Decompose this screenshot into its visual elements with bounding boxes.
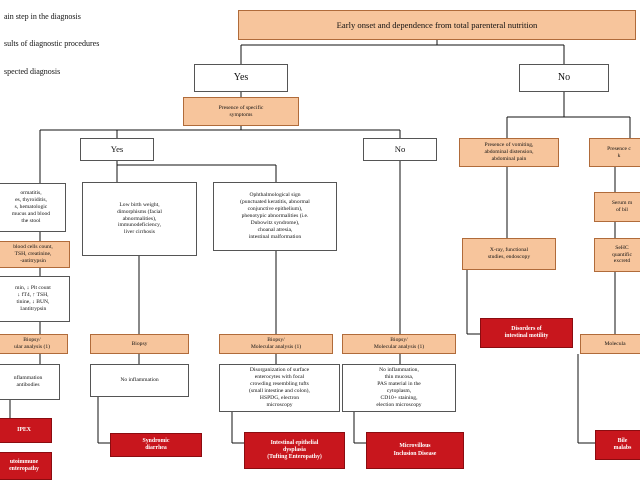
sehcat-node: SeHC quantific excretd xyxy=(594,238,640,272)
legend-procedures-label: sults of diagnostic procedures xyxy=(4,39,100,48)
legend-procedures: sults of diagnostic procedures xyxy=(0,37,140,51)
autoimmune-enteropathy-diagnosis: utoimmune enteropathy xyxy=(0,452,52,480)
yes-mid-node: Yes xyxy=(80,138,154,161)
syndromic-biopsy-node: Biopsy xyxy=(90,334,189,354)
tufting-findings-node: Disorganization of surface enterocytes w… xyxy=(219,364,340,412)
molecular-right-node: Molecula xyxy=(580,334,640,354)
tufting-biopsy-node: Biopsy/ Molecular analysis (1) xyxy=(219,334,333,354)
legend-suspected-label: spected diagnosis xyxy=(4,67,61,76)
syndromic-symptoms-node: Low birth weight, dimorphisms (facial ab… xyxy=(82,182,197,256)
specific-symptoms-node: Presence of specific symptoms xyxy=(183,97,299,126)
mvid-findings-node: No inflammation, thin mucosa, PAS materi… xyxy=(342,364,456,412)
tufting-symptoms-node: Ophthalmological sign (punctuated kerati… xyxy=(213,182,337,251)
no-top-node: No xyxy=(519,64,609,92)
ipex-results-node: min, ↓ Plt count ↓ fT4, ↑ TSH, tinine, ↓… xyxy=(0,276,70,322)
no-mid-node: No xyxy=(363,138,437,161)
legend-suspected: spected diagnosis xyxy=(0,65,140,79)
yes-top-node: Yes xyxy=(194,64,288,92)
syndromic-findings-node: No inflammation xyxy=(90,364,189,397)
bile-malabsorption-diagnosis: Bile malabs xyxy=(595,430,640,460)
ipex-findings-node: nflammation antibodies xyxy=(0,364,60,400)
legend-main-step: ain step in the diagnosis xyxy=(0,10,140,24)
tufting-enteropathy-diagnosis: Intestinal epithelial dysplasia (Tufting… xyxy=(244,432,345,469)
ipex-diagnosis: IPEX xyxy=(0,418,52,443)
right-presence-node: Presence c k xyxy=(589,138,640,167)
syndromic-diarrhea-diagnosis: Syndromic diarrhea xyxy=(110,433,202,457)
xray-node: X-ray, functional studies, endoscopy xyxy=(462,238,556,270)
mvid-biopsy-node: Biopsy/ Molecular analysis (1) xyxy=(342,334,456,354)
ipex-biopsy-node: Biopsy/ ular analysis (1) xyxy=(0,334,68,354)
vomiting-node: Presence of vomiting, abdominal distensi… xyxy=(459,138,559,167)
serum-node: Serum m of bil xyxy=(594,192,640,222)
root-node: Early onset and dependence from total pa… xyxy=(238,10,636,40)
ipex-tests-node: blood cells count, TSH, creatinine, -ant… xyxy=(0,241,70,268)
ipex-symptoms-node: ormatitis, es, thyroiditis, s, hematolog… xyxy=(0,183,66,232)
legend-main-step-label: ain step in the diagnosis xyxy=(4,12,81,21)
motility-disorders-diagnosis: Disorders of intestinal motility xyxy=(480,318,573,348)
microvillous-inclusion-disease-diagnosis: Microvillous Inclusion Disease xyxy=(366,432,464,469)
